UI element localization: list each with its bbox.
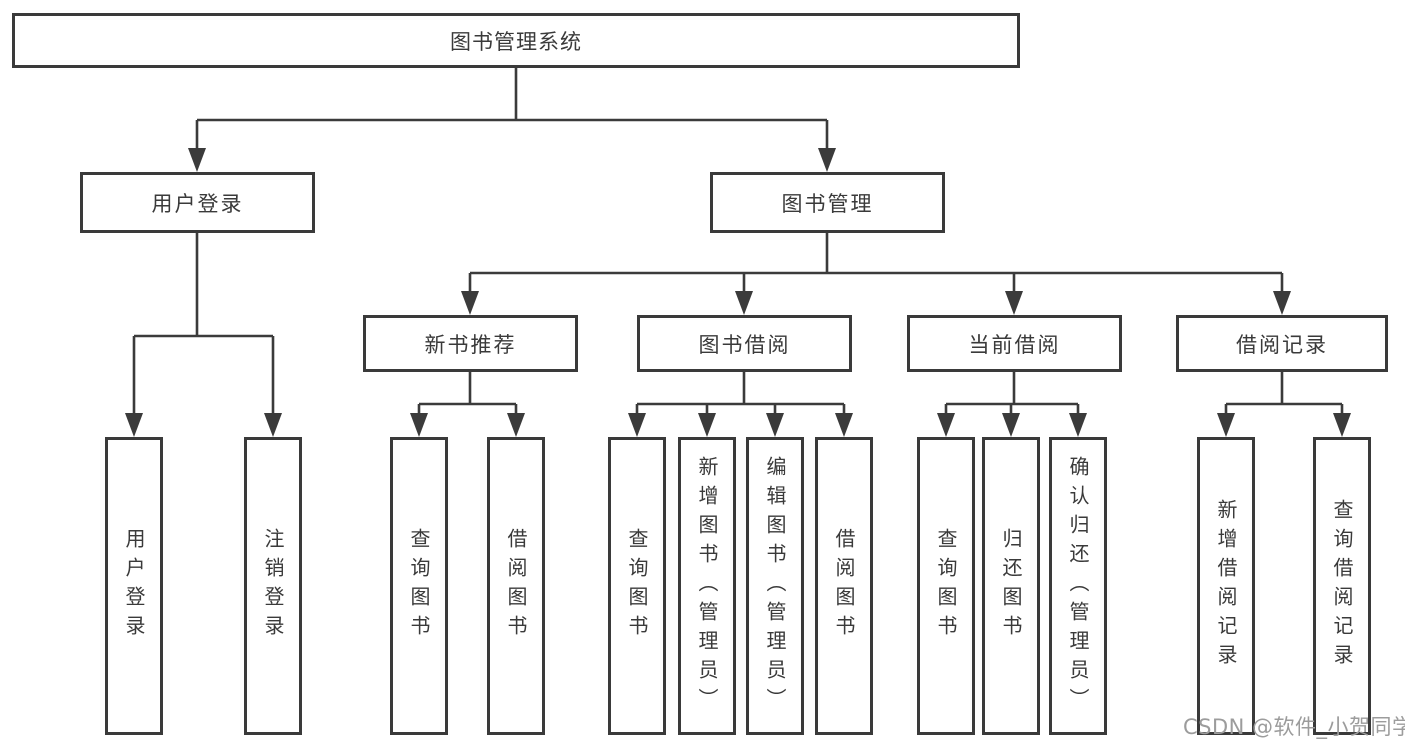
arrowhead-icon [1333,413,1351,437]
leaf-return-books: 归还图书 [982,437,1040,735]
arrowhead-icon [1273,291,1291,315]
leaf-label: 借阅图书 [832,528,856,644]
arrowhead-icon [818,148,836,172]
node-current-borrowing: 当前借阅 [907,315,1122,372]
leaf-add-book-admin: 新增图书（管理员） [678,437,736,735]
leaf-confirm-return-admin: 确认归还（管理员） [1049,437,1107,735]
arrowhead-icon [735,291,753,315]
arrowhead-icon [1217,413,1235,437]
leaf-label: 归还图书 [999,528,1023,644]
leaf-label: 注销登录 [261,528,285,644]
node-book-borrowing: 图书借阅 [637,315,852,372]
leaf-query-books-current: 查询图书 [917,437,975,735]
leaf-label: 新增借阅记录 [1214,499,1238,673]
leaf-label: 用户登录 [122,528,146,644]
leaf-edit-book-admin: 编辑图书（管理员） [746,437,804,735]
arrowhead-icon [1002,413,1020,437]
node-label: 新书推荐 [424,332,517,357]
arrowhead-icon [125,413,143,437]
node-label: 图书借阅 [698,332,791,357]
leaf-label: 编辑图书（管理员） [763,455,787,717]
node-library-management-system: 图书管理系统 [12,13,1020,68]
node-label: 当前借阅 [968,332,1061,357]
arrowhead-icon [1005,291,1023,315]
leaf-label: 查询图书 [625,528,649,644]
node-user-login: 用户登录 [80,172,315,233]
node-book-management: 图书管理 [710,172,945,233]
leaf-borrow-books-recommend: 借阅图书 [487,437,545,735]
leaf-add-borrow-record: 新增借阅记录 [1197,437,1255,735]
node-label: 借阅记录 [1236,332,1328,357]
leaf-label: 查询借阅记录 [1330,499,1354,673]
arrowhead-icon [264,413,282,437]
leaf-query-books-recommend: 查询图书 [390,437,448,735]
arrowhead-icon [461,291,479,315]
leaf-label: 确认归还（管理员） [1066,455,1090,717]
arrowhead-icon [766,413,784,437]
leaf-label: 查询图书 [407,528,431,644]
leaf-label: 借阅图书 [504,528,528,644]
node-label: 图书管理 [781,191,874,216]
leaf-query-books-borrowing: 查询图书 [608,437,666,735]
node-borrowing-records: 借阅记录 [1176,315,1388,372]
node-label: 图书管理系统 [450,29,582,54]
arrowhead-icon [188,148,206,172]
arrowhead-icon [835,413,853,437]
leaf-borrow-books-borrowing: 借阅图书 [815,437,873,735]
arrowhead-icon [507,413,525,437]
leaf-label: 查询图书 [934,528,958,644]
leaf-user-login: 用户登录 [105,437,163,735]
leaf-query-borrow-record: 查询借阅记录 [1313,437,1371,735]
node-new-book-recommendation: 新书推荐 [363,315,578,372]
connector-path [132,68,1344,417]
arrowhead-icon [628,413,646,437]
leaf-logout: 注销登录 [244,437,302,735]
node-label: 用户登录 [151,191,244,216]
arrowhead-icon [698,413,716,437]
leaf-label: 新增图书（管理员） [695,455,719,717]
arrowhead-icon [410,413,428,437]
arrowhead-icon [1069,413,1087,437]
csdn-watermark: CSDN @软件_小贺同学 [1183,715,1405,739]
arrowhead-icon [937,413,955,437]
